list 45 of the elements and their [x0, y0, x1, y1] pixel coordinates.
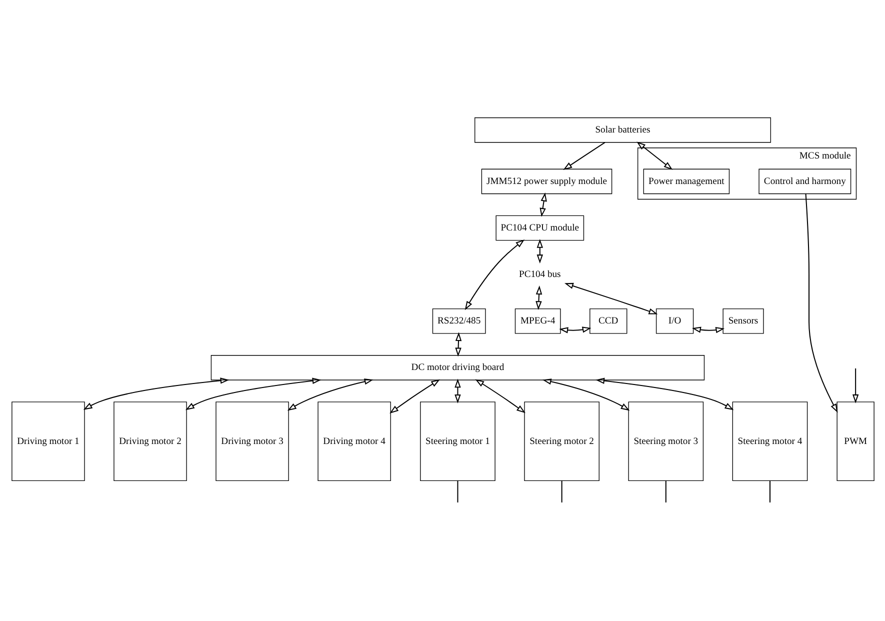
connector [664, 480, 666, 502]
arrow [539, 192, 546, 217]
node-box: RS232/485 [432, 308, 486, 334]
node-box: Power management [642, 168, 730, 194]
node-box: Steering motor 4 [732, 402, 808, 481]
node-box: Steering motor 2 [524, 402, 599, 481]
arrow [691, 326, 724, 334]
arrow [636, 142, 672, 170]
node-box: Driving motor 4 [317, 402, 390, 481]
node-box: I/O [655, 308, 694, 334]
node-box: JMM512 power supply module [480, 168, 612, 194]
node-box: Steering motor 3 [628, 402, 704, 481]
arrow [562, 142, 605, 170]
connector [560, 480, 562, 502]
arrow [595, 378, 734, 410]
arrow [852, 368, 858, 404]
arrow [454, 378, 460, 404]
node-box: Solar batteries [474, 117, 770, 143]
arrow [82, 378, 229, 410]
node-text: PC104 bus [518, 269, 560, 280]
connector [768, 480, 770, 502]
arrow [184, 378, 321, 410]
node-box: PC104 CPU module [495, 215, 584, 241]
arrow [558, 326, 591, 334]
node-box: CCD [589, 308, 627, 334]
node-box: Control and harmony [758, 168, 851, 194]
arrow [464, 239, 524, 310]
node-box: Sensors [722, 308, 764, 334]
arrow [804, 194, 838, 413]
node-box: Steering motor 1 [420, 402, 495, 481]
node-box: Driving motor 3 [215, 402, 288, 481]
arrow [535, 286, 542, 310]
arrow [542, 378, 630, 411]
arrow [389, 379, 440, 414]
node-box: PWM [836, 402, 874, 481]
arrow [536, 239, 543, 264]
connector [456, 480, 458, 502]
node-box: Driving motor 2 [113, 402, 186, 481]
arrow [454, 332, 462, 357]
arrow [474, 379, 525, 414]
node-box: MPEG-4 [514, 308, 560, 334]
node-box: Driving motor 1 [11, 402, 84, 481]
arrow [564, 282, 658, 314]
node-box: DC motor driving board [210, 355, 704, 380]
arrow [286, 378, 373, 411]
